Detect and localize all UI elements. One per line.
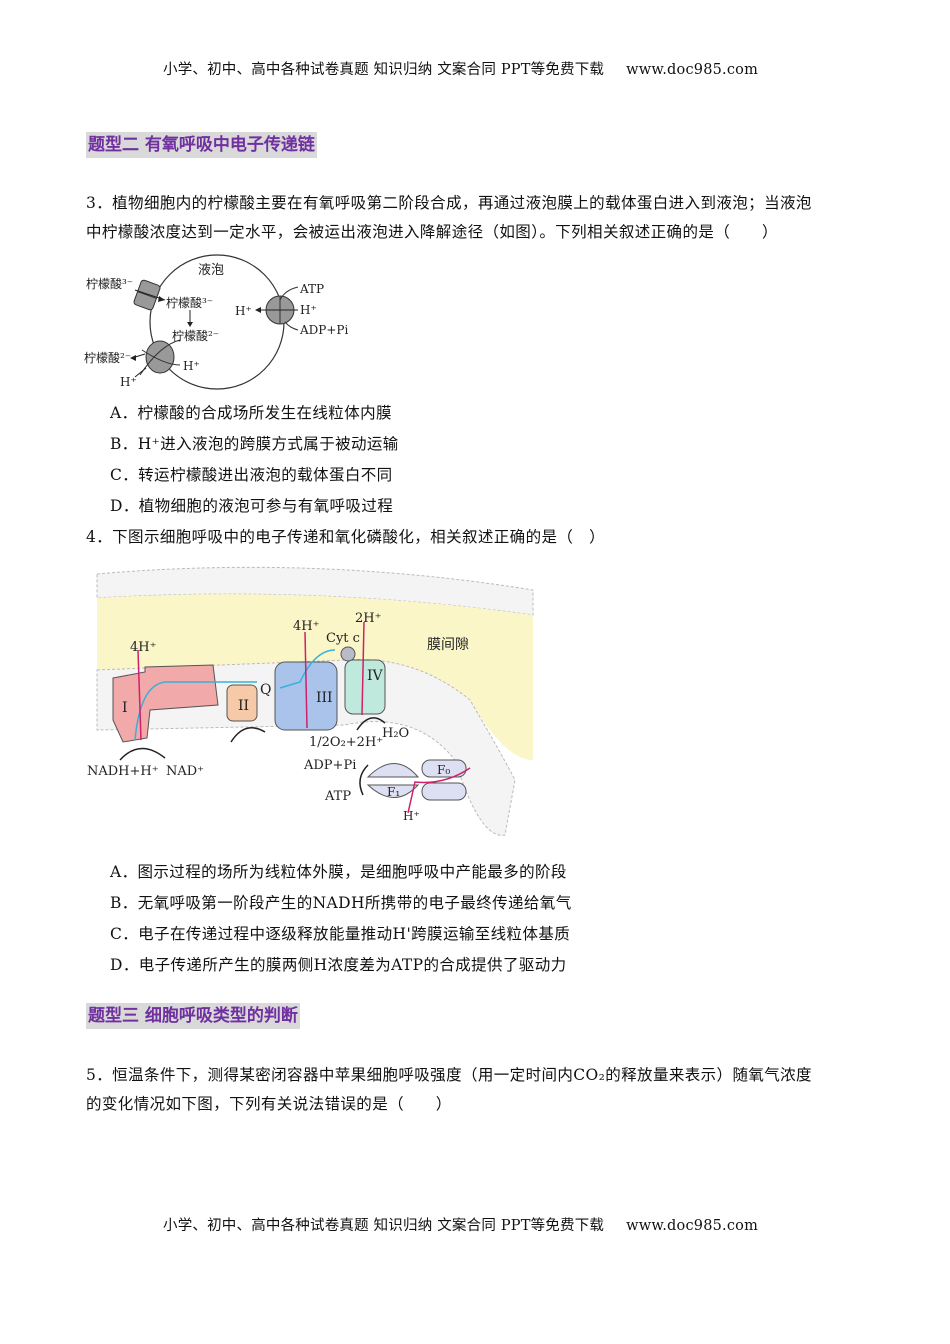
complex-i-label: I	[122, 700, 128, 716]
h-pumped-label: H⁺	[235, 304, 252, 318]
4h-label-2: 4H⁺	[293, 619, 319, 634]
nadh-label: NADH+H⁺	[87, 764, 159, 779]
q3-line-2: 中柠檬酸浓度达到一定水平，会被运出液泡进入降解途径（如图）。下列相关叙述正确的是…	[86, 223, 778, 241]
q4-option-a[interactable]: A．图示过程的场所为线粒体外膜，是细胞呼吸中产能最多的阶段	[110, 863, 567, 881]
f1-label: F₁	[387, 785, 400, 799]
citrate-antiporter-icon	[139, 339, 181, 376]
q4-option-d[interactable]: D．电子传递所产生的膜两侧H浓度差为ATP的合成提供了驱动力	[110, 956, 567, 974]
citrate-transporter-icon	[133, 279, 161, 311]
proton-pump-icon	[265, 286, 299, 331]
q4-option-b[interactable]: B．无氧呼吸第一阶段产生的NADH所携带的电子最终传递给氧气	[110, 894, 572, 912]
footer-text: 小学、初中、高中各种试卷真题 知识归纳 文案合同 PPT等免费下载	[163, 1218, 605, 1234]
electron-transport-figure: 4H⁺ 4H⁺ 2H⁺ Cyt c 膜间隙 I II Q III IV H₂O …	[87, 566, 534, 836]
vacuole-label: 液泡	[198, 263, 224, 278]
atp-synthase-icon	[366, 759, 467, 801]
q3-option-c[interactable]: C．转运柠檬酸进出液泡的载体蛋白不同	[110, 466, 393, 484]
f0-label: F₀	[437, 763, 450, 777]
cytc-label: Cyt c	[326, 631, 360, 646]
h-matrix-label: H⁺	[403, 809, 420, 823]
nad-label: NAD⁺	[166, 764, 204, 779]
q3-line-1: 3．植物细胞内的柠檬酸主要在有氧呼吸第二阶段合成，再通过液泡膜上的载体蛋白进入到…	[86, 194, 812, 212]
citrate2-inside: 柠檬酸²⁻	[172, 328, 219, 343]
adp-pi-label: ADP+Pi	[303, 758, 356, 773]
complex-ii-icon	[226, 684, 258, 722]
adp-label: ADP+Pi	[299, 323, 348, 337]
citrate3-inside: 柠檬酸³⁻	[166, 295, 213, 310]
intermembrane-space-label: 膜间隙	[427, 637, 469, 653]
complex-iv-label: IV	[367, 668, 384, 684]
q5-line-1: 5．恒温条件下，测得某密闭容器中苹果细胞呼吸强度（用一定时间内CO₂的释放量来表…	[86, 1066, 812, 1084]
header-text: 小学、初中、高中各种试卷真题 知识归纳 文案合同 PPT等免费下载	[163, 62, 605, 78]
h2o-label: H₂O	[382, 726, 409, 741]
q5-line-2: 的变化情况如下图，下列有关说法错误的是（ ）	[86, 1095, 452, 1113]
q4-option-c[interactable]: C．电子在传递过程中逐级释放能量推动H'跨膜运输至线粒体基质	[110, 925, 571, 943]
q3-option-b[interactable]: B．H⁺进入液泡的跨膜方式属于被动运输	[110, 435, 399, 453]
page-footer: 小学、初中、高中各种试卷真题 知识归纳 文案合同 PPT等免费下载 www.doc…	[163, 1214, 758, 1235]
vacuole-figure: 液泡 柠檬酸³⁻ 柠檬酸³⁻ 柠檬酸²⁻ 柠檬酸²⁻ H⁺ H⁺ H⁺ ATP …	[84, 254, 348, 390]
citrate2-outside: 柠檬酸²⁻	[84, 350, 131, 365]
complex-iv-icon	[340, 646, 386, 715]
atp-output-label: ATP	[324, 789, 351, 804]
complex-ii-label: II	[238, 698, 249, 714]
q3-option-a[interactable]: A．柠檬酸的合成场所发生在线粒体内膜	[110, 404, 392, 422]
footer-url[interactable]: www.doc985.com	[626, 1218, 759, 1234]
header-url[interactable]: www.doc985.com	[626, 62, 759, 78]
page-header: 小学、初中、高中各种试卷真题 知识归纳 文案合同 PPT等免费下载 www.doc…	[163, 58, 758, 79]
section-title-2: 题型二 有氧呼吸中电子传递链	[86, 132, 317, 158]
citrate3-outside: 柠檬酸³⁻	[86, 276, 133, 291]
q-label: Q	[260, 682, 271, 698]
complex-i-icon	[112, 664, 219, 743]
section-title-3: 题型三 细胞呼吸类型的判断	[86, 1003, 300, 1029]
h-inside-label: H⁺	[183, 359, 200, 373]
q3-option-d[interactable]: D．植物细胞的液泡可参与有氧呼吸过程	[110, 497, 394, 515]
atp-label: ATP	[299, 282, 324, 296]
h-cytosol-label: H⁺	[300, 303, 317, 317]
h-outside-label: H⁺	[120, 375, 137, 389]
complex-iii-label: III	[316, 690, 333, 706]
2h-label: 2H⁺	[355, 611, 381, 626]
q4-line: 4．下图示细胞呼吸中的电子传递和氧化磷酸化，相关叙述正确的是（ ）	[86, 528, 606, 546]
oxygen-label: 1/2O₂+2H⁺	[309, 735, 383, 750]
4h-label-1: 4H⁺	[130, 640, 156, 655]
